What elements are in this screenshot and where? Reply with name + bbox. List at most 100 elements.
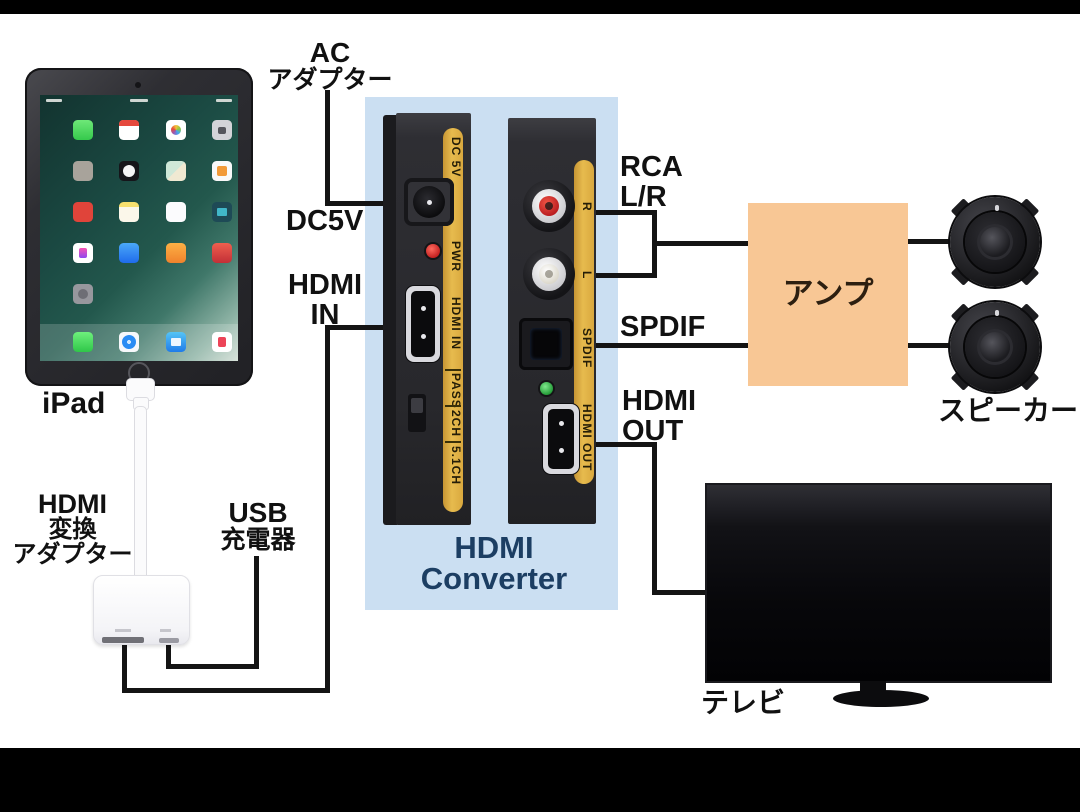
wire-hdmi-in-seg1: [325, 325, 388, 330]
wire-hdmi-out-seg1: [595, 442, 657, 447]
app-icon: [166, 332, 186, 352]
app-icon: [119, 161, 139, 181]
dc5v-label: DC5V: [286, 205, 364, 237]
app-icon: [73, 284, 93, 304]
app-icon: [166, 202, 186, 222]
app-icon: [212, 120, 232, 140]
app-icon: [212, 202, 232, 222]
rca-label-line2: L/R: [620, 181, 667, 214]
wire-hdmi-in-seg4: [122, 645, 127, 693]
strip-label-l: L: [580, 270, 594, 280]
app-icon: [212, 243, 232, 263]
hdmi-port-contact: [559, 421, 564, 426]
app-icon: [73, 243, 93, 263]
out-led-icon: [540, 382, 553, 395]
hdmi-port-contact: [421, 306, 426, 311]
speaker-photo: [948, 195, 1042, 289]
strip-label-pwr: PWR: [449, 240, 463, 272]
app-icon: [119, 332, 139, 352]
wire-hdmi-in-seg2: [325, 325, 330, 693]
rca-hole: [545, 270, 553, 278]
wire-usb-charger-seg1: [254, 556, 259, 669]
amp-box: アンプ: [748, 203, 908, 386]
adapter-lightning-in-port: [159, 638, 179, 643]
strip-label-spdif: SPDIF: [580, 327, 594, 369]
rca-label: RCA L/R: [620, 152, 683, 212]
strip-label-hdmi-in: HDMI IN: [449, 296, 463, 350]
wire-ac-to-dc5v-seg1: [325, 90, 330, 206]
strip-divider: [445, 405, 461, 407]
wire-spdif-to-amp: [595, 343, 750, 348]
ipad-label: iPad: [42, 387, 106, 420]
hdmi-converter-label: HDMI Converter: [394, 532, 594, 594]
app-icon: [73, 332, 93, 352]
strip-label-2ch: 2CH: [449, 410, 463, 438]
wire-rca-r-seg: [595, 210, 657, 215]
converter-rear-side-face: [383, 115, 397, 525]
hdmi-converter-label-line1: HDMI: [454, 530, 534, 565]
ac-adapter-label-line1: AC: [309, 37, 351, 68]
speaker-body: [950, 197, 1040, 287]
app-icon: [119, 202, 139, 222]
converter-front-photo: R L SPDIF HDMI OUT: [508, 118, 596, 524]
strip-divider: [445, 369, 461, 371]
app-icon: [166, 243, 186, 263]
speaker-dome: [980, 227, 1010, 257]
adapter-hdmi-out-port: [102, 637, 144, 643]
hdmi-out-label-line1: HDMI: [622, 385, 697, 417]
app-icon: [73, 161, 93, 181]
tv-label: テレビ: [701, 687, 786, 718]
app-icon: [166, 161, 186, 181]
ipad-photo: [25, 68, 253, 386]
tv-stand-base: [833, 690, 929, 707]
hdmi-in-label-line2: IN: [310, 299, 340, 332]
hdmi-in-port-opening: [411, 291, 435, 357]
hdmi-out-port: [543, 404, 579, 474]
ac-adapter-label-line2: アダプター: [267, 66, 393, 95]
switch-knob: [411, 398, 423, 413]
amp-label: アンプ: [782, 276, 874, 312]
ipad-screen: [40, 95, 238, 361]
status-bar: [130, 99, 148, 102]
strip-label-pass: PASS: [449, 373, 463, 409]
spdif-port: [519, 318, 573, 370]
strip-label-51ch: 5.1CH: [449, 446, 463, 486]
front-label-strip: R L SPDIF HDMI OUT: [574, 160, 594, 484]
app-icon: [73, 120, 93, 140]
status-bar: [216, 99, 232, 102]
hdmi-adapter-label-line3: アダプター: [12, 541, 133, 569]
wire-ac-to-dc5v-seg2: [325, 201, 388, 206]
wire-rca-to-amp-seg: [652, 241, 750, 246]
app-icon: [166, 120, 186, 140]
converter-rear-photo: DC 5V PWR HDMI IN PASS 2CH 5.1CH: [383, 113, 471, 525]
rca-hole: [545, 202, 553, 210]
app-icon: [212, 332, 232, 352]
ipad-dock: [40, 324, 238, 361]
strip-label-r: R: [580, 202, 594, 212]
hdmi-out-label-line2: OUT: [622, 415, 684, 448]
wire-usb-charger-seg2: [166, 664, 259, 669]
hdmi-converter-label-line2: Converter: [420, 561, 568, 596]
wire-hdmi-out-seg3: [652, 590, 707, 595]
hdmi-adapter-label-line2: 変換: [48, 516, 97, 544]
bottom-letterbox-bar: [0, 748, 1080, 812]
hdmi-in-label-line1: HDMI: [287, 269, 363, 301]
speaker-logo-mark: [995, 310, 999, 316]
speakers-label: スピーカー: [938, 395, 1079, 426]
channel-mode-switch: [408, 394, 426, 432]
tv-photo: [705, 483, 1052, 683]
app-icon: [73, 202, 93, 222]
adapter-port-marking: [115, 629, 131, 632]
speaker-logo-mark: [995, 205, 999, 211]
speaker-photo: [948, 300, 1042, 394]
dc-power-jack: [404, 178, 454, 226]
status-bar: [46, 99, 62, 102]
hdmi-in-label: HDMI IN: [265, 270, 385, 330]
wire-hdmi-in-seg3: [122, 688, 330, 693]
spdif-label: SPDIF: [620, 311, 706, 343]
strip-divider: [445, 441, 461, 443]
usb-charger-label-line1: USB: [228, 497, 288, 528]
rca-jack-red: [523, 180, 575, 232]
usb-charger-label: USB 充電器: [188, 498, 328, 553]
